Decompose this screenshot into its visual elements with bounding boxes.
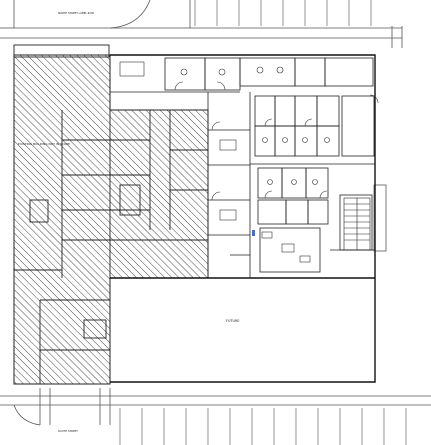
street-label-top: NORTH STREET LABEL ROW — [58, 11, 94, 15]
street-lines — [0, 0, 431, 426]
parking-stripes-bottom — [119, 408, 407, 445]
stair — [343, 184, 387, 252]
parking-stripes-top — [194, 0, 372, 26]
future-area — [111, 279, 374, 381]
existing-area-label: EXISTING BUILDING NOT IN SCOPE — [18, 142, 70, 146]
fixtures — [119, 61, 330, 263]
existing-walls — [13, 44, 208, 384]
street-label-bottom: SOUTH STREET — [58, 429, 78, 433]
blue-marker — [252, 230, 255, 236]
future-label: FUTURE — [226, 319, 239, 323]
room-walls — [110, 57, 375, 278]
new-building-outline — [110, 54, 376, 383]
door-swings — [174, 81, 379, 201]
